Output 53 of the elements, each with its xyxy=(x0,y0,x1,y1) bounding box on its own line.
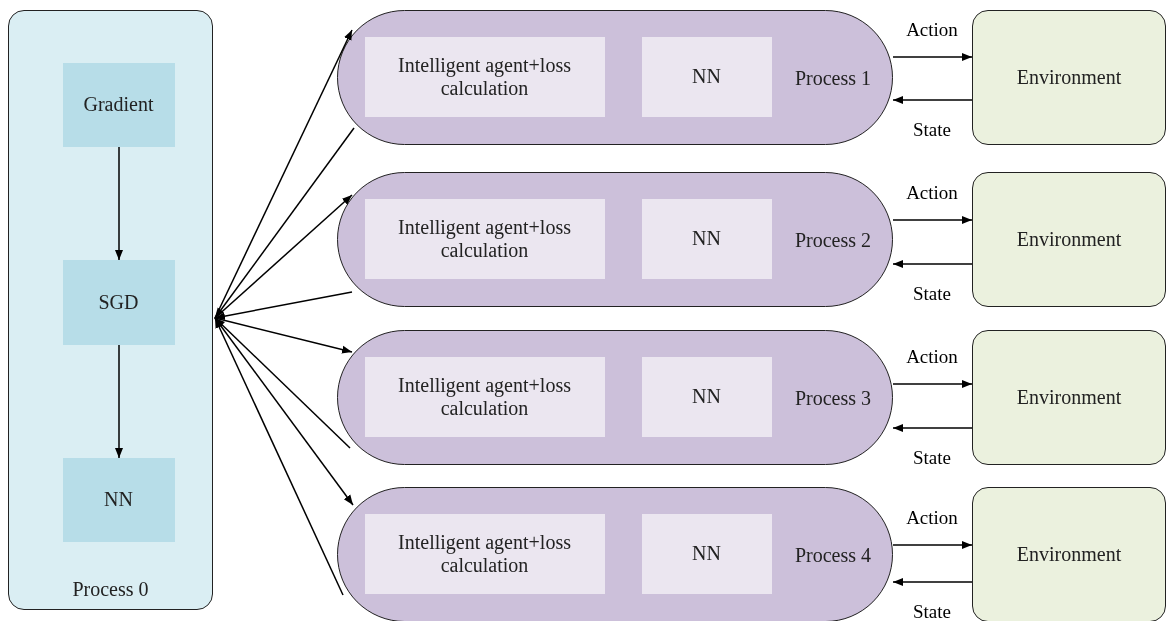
node-label: NN xyxy=(692,65,721,88)
arrow xyxy=(892,96,973,104)
arrow xyxy=(214,291,353,321)
process-box xyxy=(62,457,175,542)
arrow xyxy=(892,578,973,586)
node-label: Environment xyxy=(1016,66,1122,89)
arrow xyxy=(214,127,355,319)
arrow xyxy=(892,216,973,224)
process-box xyxy=(641,513,772,594)
arrow xyxy=(892,53,973,61)
process-box xyxy=(641,198,772,279)
node-label: NN xyxy=(692,227,721,250)
node-label: Intelligent agent+loss calculation xyxy=(397,373,572,420)
process-box xyxy=(364,513,605,594)
process-box xyxy=(364,36,605,117)
node-label: Environment xyxy=(1016,386,1122,409)
node-label: NN xyxy=(692,385,721,408)
node-label: NN xyxy=(692,542,721,565)
arrow xyxy=(892,380,973,388)
node-label: Gradient xyxy=(83,93,154,116)
arrow xyxy=(214,29,353,319)
process-container xyxy=(8,10,213,610)
node-label: Process 4 xyxy=(793,543,873,566)
node-label: NN xyxy=(104,488,133,511)
node-label: SGD xyxy=(98,290,139,314)
arrow xyxy=(214,317,353,354)
node-label: Process 2 xyxy=(793,228,873,251)
arrow xyxy=(115,146,123,261)
arrow xyxy=(214,317,344,596)
node-label: Process 3 xyxy=(793,386,873,409)
node-label: Process 0 xyxy=(71,578,150,601)
node-label: Intelligent agent+loss calculation xyxy=(397,53,572,100)
arrow xyxy=(115,344,123,459)
arrow xyxy=(892,260,973,268)
node-label: Process 1 xyxy=(793,66,873,89)
environment-box xyxy=(972,330,1166,465)
process-box xyxy=(62,259,175,345)
process-box xyxy=(641,356,772,437)
arrow xyxy=(214,194,353,319)
node-label: Intelligent agent+loss calculation xyxy=(397,530,572,577)
environment-box xyxy=(972,487,1166,621)
arrow xyxy=(892,424,973,432)
arrow xyxy=(214,317,351,449)
node-label: Environment xyxy=(1016,228,1122,251)
node-label: Environment xyxy=(1016,543,1122,566)
environment-box xyxy=(972,10,1166,145)
environment-box xyxy=(972,172,1166,307)
process-box xyxy=(364,198,605,279)
process-box xyxy=(364,356,605,437)
process-box xyxy=(641,36,772,117)
node-label: Intelligent agent+loss calculation xyxy=(397,215,572,262)
process-box xyxy=(62,62,175,147)
arrow xyxy=(892,541,973,549)
